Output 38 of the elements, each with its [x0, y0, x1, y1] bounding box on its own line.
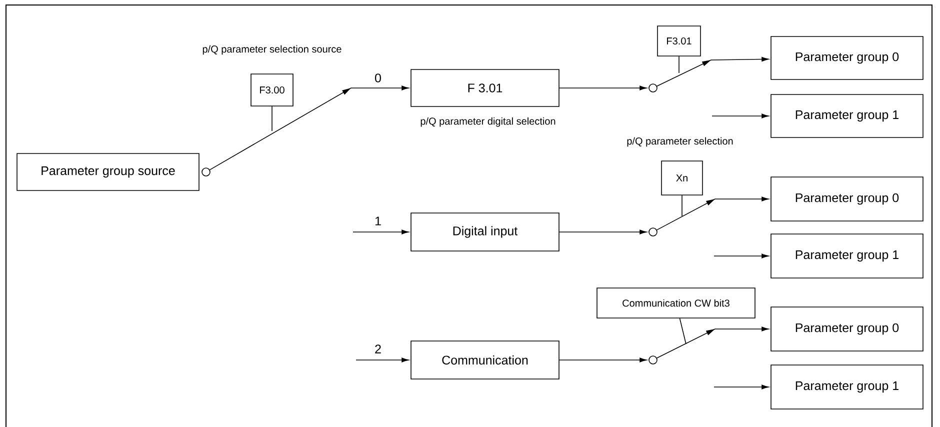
parameter-box: F3.00: [250, 74, 294, 106]
parameter-box: Xn: [661, 160, 703, 196]
edge-label: 0: [374, 72, 382, 84]
output-box: Parameter group 0: [770, 36, 924, 80]
edge-label: 1: [374, 216, 382, 226]
arrow: [712, 114, 769, 118]
caption-label: p/Q parameter selection source: [202, 45, 342, 55]
switch-lever: [656, 196, 769, 230]
process-box: F 3.01: [410, 69, 560, 107]
process-box: Communication: [410, 340, 560, 380]
process-box: Parameter group source: [16, 153, 200, 191]
switch-contact: [648, 228, 658, 236]
output-box: Parameter group 0: [770, 176, 924, 222]
arrow: [352, 230, 409, 234]
arrow: [356, 358, 409, 362]
switch-lever: [209, 86, 409, 170]
arrow: [714, 384, 769, 390]
arrow: [559, 358, 647, 362]
parameter-box: Communication CW bit3: [596, 288, 756, 318]
arrow: [559, 86, 647, 90]
switch-contact: [648, 356, 658, 364]
output-box: Parameter group 1: [770, 364, 924, 410]
caption-label: p/Q parameter digital selection: [420, 117, 556, 127]
caption-label: p/Q parameter selection: [627, 137, 733, 147]
linkage-line: [679, 318, 686, 344]
output-box: Parameter group 1: [770, 94, 924, 138]
arrow: [559, 230, 647, 234]
process-box: Digital input: [410, 212, 560, 252]
switch-lever: [656, 326, 769, 358]
linkage-line: [678, 56, 680, 74]
output-box: Parameter group 1: [770, 234, 924, 278]
arrow: [714, 254, 769, 258]
output-box: Parameter group 0: [770, 306, 924, 352]
switch-lever: [656, 56, 769, 86]
switch-contact: [648, 84, 658, 92]
edge-label: 2: [374, 344, 382, 354]
switch-contact: [202, 168, 210, 176]
parameter-box: F3.01: [657, 26, 701, 56]
